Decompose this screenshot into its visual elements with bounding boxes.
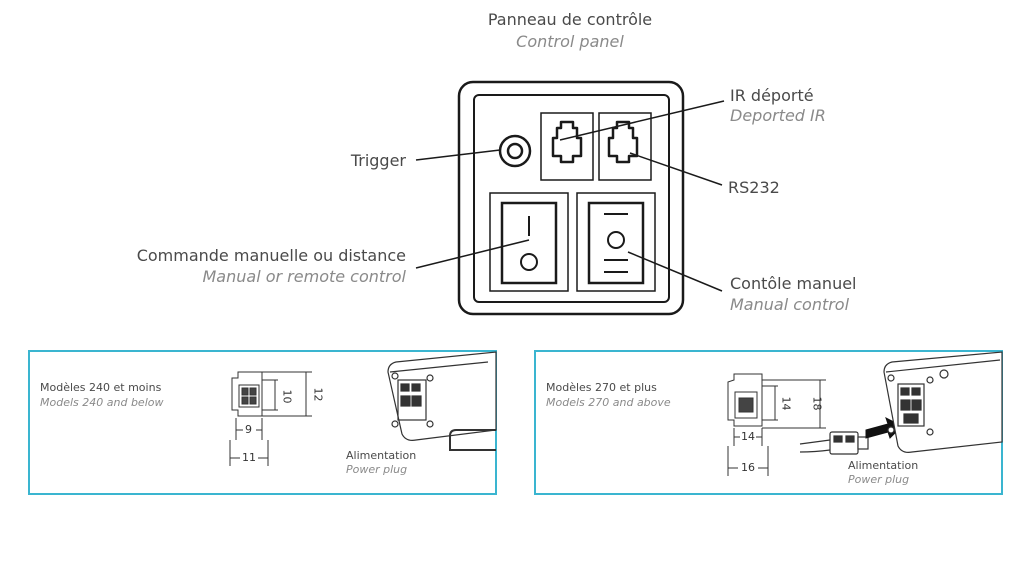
trigger-label: Trigger [350,151,406,170]
leader-trigger [415,149,501,161]
panel-title-fr: Panneau de contrôle [487,10,653,29]
ir-port-icon [540,112,594,181]
command-label-en: Manual or remote control [202,267,407,286]
remote-switch-icon [489,192,569,292]
models-large-title-fr: Modèles 270 et plus [546,381,657,394]
rs232-port-icon [598,112,652,181]
power-plug-icon [799,431,869,455]
power-large-en: Power plug [848,473,910,486]
manual-label-fr: Contôle manuel [730,274,857,293]
leader-ir [559,100,725,141]
models-large-title-en: Models 270 and above [546,396,671,409]
power-large-fr: Alimentation [848,459,919,472]
dim-small-width-outer: 11 [242,451,256,464]
panel-title-en: Control panel [516,32,624,51]
dim-small-height-outer: 12 [311,387,325,402]
models-small-title-fr: Modèles 240 et moins [40,381,162,394]
dim-large-height-inner: 14 [779,396,793,411]
power-small-fr: Alimentation [346,449,417,462]
manual-label-en: Manual control [730,295,850,314]
large-bracket-icon [727,373,826,476]
ir-label-en: Deported IR [730,106,826,125]
dim-large-height-outer: 18 [810,396,824,411]
dim-small-width-inner: 9 [245,423,252,436]
small-bracket-icon [229,371,312,466]
dim-small-height-inner: 10 [280,389,294,404]
leader-manual [627,251,723,292]
command-label-fr: Commande manuelle ou distance [136,246,406,265]
ir-label-fr: IR déporté [730,86,814,105]
dim-large-width-inner: 14 [741,430,755,443]
housing-small-icon [387,351,497,451]
trigger-jack-icon [498,134,532,168]
dim-large-width-outer: 16 [741,461,755,474]
panel-inner-frame [473,94,670,303]
power-small-en: Power plug [346,463,408,476]
housing-large-icon [883,351,1003,453]
manual-switch-icon [576,192,656,292]
rs232-label: RS232 [728,178,780,197]
models-small-title-en: Models 240 and below [40,396,164,409]
leader-rs232 [629,152,723,186]
leader-command [415,239,530,269]
panel-outer-frame [457,80,685,316]
